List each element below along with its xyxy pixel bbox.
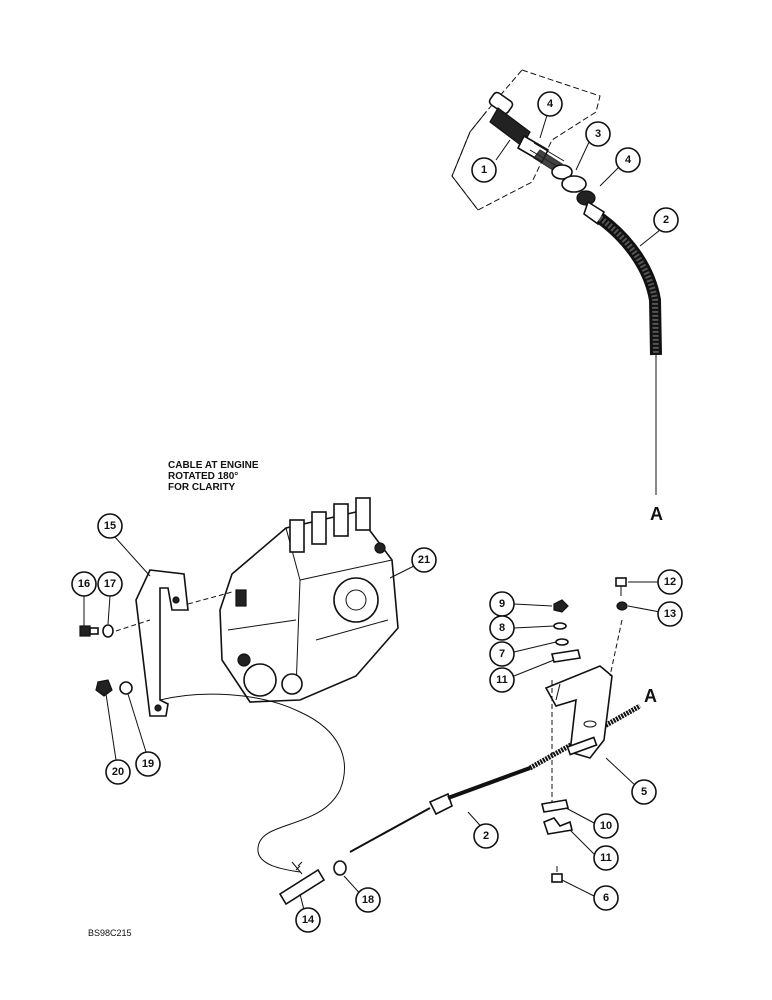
svg-text:2: 2 xyxy=(483,830,489,842)
note-line-3: FOR CLARITY xyxy=(168,482,236,493)
nut-9 xyxy=(553,599,569,613)
clamp-10 xyxy=(541,799,569,813)
callout-13: 13 xyxy=(657,601,683,627)
svg-text:5: 5 xyxy=(641,786,647,798)
control-cable-upper xyxy=(596,213,662,495)
svg-text:1: 1 xyxy=(481,164,487,176)
svg-text:15: 15 xyxy=(104,520,116,532)
svg-text:7: 7 xyxy=(499,648,505,660)
clamp-11-lower xyxy=(543,817,573,835)
note-line-1: CABLE AT ENGINE xyxy=(168,460,259,471)
callout-21: 21 xyxy=(411,547,437,573)
cable-end-14 xyxy=(278,861,326,906)
callout-19: 19 xyxy=(135,751,161,777)
svg-text:19: 19 xyxy=(142,758,154,770)
callout-14: 14 xyxy=(295,907,321,933)
svg-text:8: 8 xyxy=(499,622,505,634)
cable-reference-a-bracket: A xyxy=(644,686,657,706)
svg-text:18: 18 xyxy=(362,894,374,906)
bolt-16 xyxy=(79,625,99,637)
svg-text:3: 3 xyxy=(595,128,601,140)
callout-11-lower: 11 xyxy=(593,845,619,871)
callout-12: 12 xyxy=(657,569,683,595)
svg-text:17: 17 xyxy=(104,578,116,590)
leaders-lower xyxy=(83,535,661,919)
callout-20: 20 xyxy=(105,759,131,785)
washer-7 xyxy=(555,638,569,646)
svg-text:14: 14 xyxy=(302,914,315,926)
nut-washer-stack xyxy=(551,164,606,226)
svg-text:13: 13 xyxy=(664,608,676,620)
svg-text:10: 10 xyxy=(600,820,612,832)
callout-4-upper: 4 xyxy=(537,91,563,117)
callout-6: 6 xyxy=(593,885,619,911)
injection-pump xyxy=(219,497,399,703)
svg-text:21: 21 xyxy=(418,554,430,566)
callout-16: 16 xyxy=(71,571,97,597)
callout-9: 9 xyxy=(489,591,515,617)
bolt-12 xyxy=(615,577,627,596)
svg-text:11: 11 xyxy=(496,674,508,686)
svg-text:11: 11 xyxy=(600,852,612,864)
washer-19 xyxy=(119,681,133,695)
svg-text:20: 20 xyxy=(112,766,124,778)
callout-8: 8 xyxy=(489,615,515,641)
callout-17: 17 xyxy=(97,571,123,597)
callout-7: 7 xyxy=(489,641,515,667)
clamp-11-upper xyxy=(551,649,581,663)
callout-4-lower: 4 xyxy=(615,147,641,173)
svg-text:16: 16 xyxy=(78,578,90,590)
callout-10: 10 xyxy=(593,813,619,839)
callout-15: 15 xyxy=(97,513,123,539)
callout-18: 18 xyxy=(355,887,381,913)
cable-reference-a-top: A xyxy=(650,504,663,524)
callout-3: 3 xyxy=(585,121,611,147)
svg-text:6: 6 xyxy=(603,892,609,904)
callout-5: 5 xyxy=(631,779,657,805)
svg-text:4: 4 xyxy=(547,98,554,110)
svg-text:2: 2 xyxy=(663,214,669,226)
nut-13 xyxy=(616,601,628,611)
drawing-code: BS98C215 xyxy=(88,928,132,938)
callout-2-upper: 2 xyxy=(653,207,679,233)
lockwasher-8 xyxy=(553,622,567,630)
svg-text:12: 12 xyxy=(664,576,676,588)
dash-panel xyxy=(451,69,601,211)
washer-17 xyxy=(102,624,114,638)
callout-1: 1 xyxy=(471,157,497,183)
mounting-bracket xyxy=(544,665,613,759)
bracket-dashline-right xyxy=(609,619,623,677)
nut-20 xyxy=(95,679,113,697)
callout-11-upper: 11 xyxy=(489,667,515,693)
note-line-2: ROTATED 180° xyxy=(168,471,238,482)
cable-support-bracket xyxy=(135,569,189,717)
rotation-note: CABLE AT ENGINE ROTATED 180° FOR CLARITY xyxy=(168,460,259,493)
callout-2-lower: 2 xyxy=(473,823,499,849)
washer-18 xyxy=(333,860,347,876)
bolt-6 xyxy=(551,866,563,883)
svg-text:9: 9 xyxy=(499,598,505,610)
bolt-dashline xyxy=(115,619,151,632)
svg-text:4: 4 xyxy=(625,154,632,166)
cable-routing-line xyxy=(159,693,345,873)
